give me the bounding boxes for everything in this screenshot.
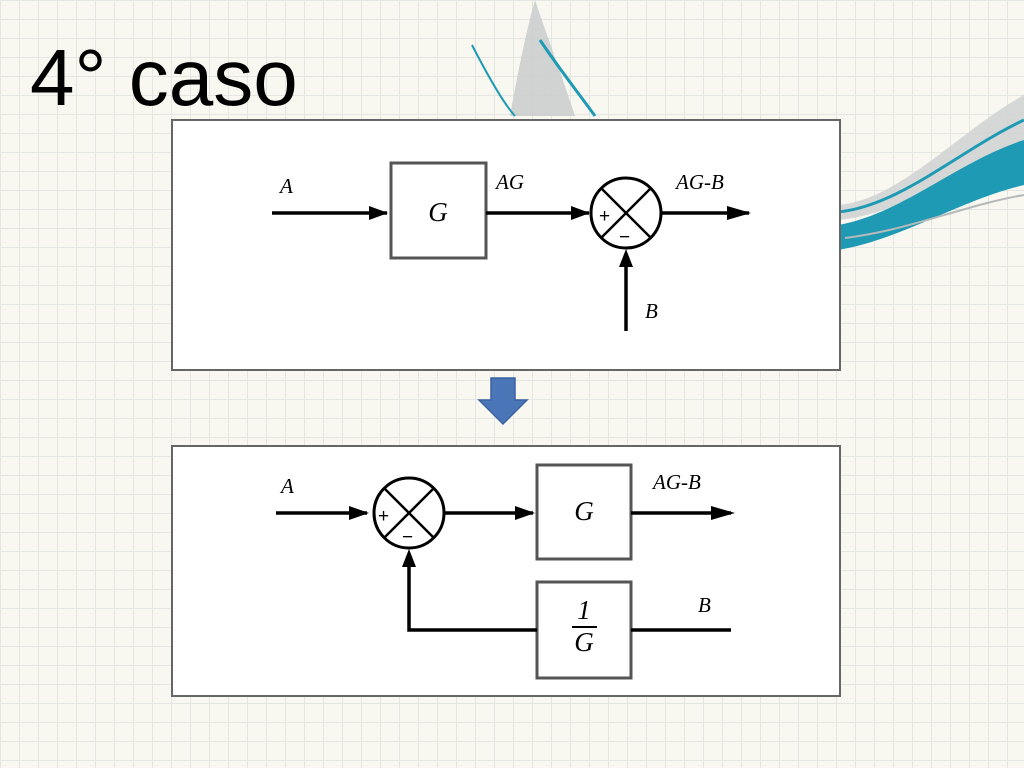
inverse-g-block xyxy=(535,580,633,680)
inverse-g-numerator: 1 xyxy=(577,595,591,625)
original-block-diagram: A G AG + − AG-B B xyxy=(171,119,841,371)
b-input-label: B xyxy=(645,299,658,323)
output-label: AG-B xyxy=(674,170,724,194)
teal-wave-line xyxy=(538,39,597,117)
input-label-a: A xyxy=(279,474,294,498)
minus-sign: − xyxy=(619,227,630,248)
transform-down-arrow xyxy=(477,377,529,426)
output-arrowhead xyxy=(711,506,735,520)
input-arrowhead xyxy=(369,206,388,220)
slide-title: 4° caso xyxy=(30,33,298,122)
g-block-label: G xyxy=(428,197,448,227)
inverse-g-denominator: G xyxy=(574,627,594,657)
plus-sign: + xyxy=(599,206,610,227)
b-input-arrowhead xyxy=(619,249,633,267)
ag-signal-label: AG xyxy=(494,170,524,194)
input-label-a: A xyxy=(278,174,293,198)
teal-wave-ribbon xyxy=(838,140,1024,250)
teal-wave-line xyxy=(837,118,1024,214)
input-arrowhead xyxy=(349,506,369,520)
junction-to-g-arrowhead xyxy=(515,506,535,520)
g-block-label: G xyxy=(574,496,594,526)
grey-wave-shape xyxy=(510,0,575,116)
grey-wave-line xyxy=(844,194,1024,239)
output-arrowhead xyxy=(727,206,751,220)
teal-wave-line xyxy=(471,44,516,117)
equivalent-block-diagram: A + − G AG-B 1 G B xyxy=(171,445,841,697)
plus-sign: + xyxy=(378,506,389,527)
grey-wave-ribbon xyxy=(838,95,1024,220)
feedback-arrowhead xyxy=(402,549,416,567)
g-block xyxy=(389,161,488,260)
b-input-label: B xyxy=(698,593,711,617)
feedback-path xyxy=(407,561,537,632)
ag-signal-arrowhead xyxy=(571,206,590,220)
output-label: AG-B xyxy=(651,470,701,494)
minus-sign: − xyxy=(402,527,413,548)
